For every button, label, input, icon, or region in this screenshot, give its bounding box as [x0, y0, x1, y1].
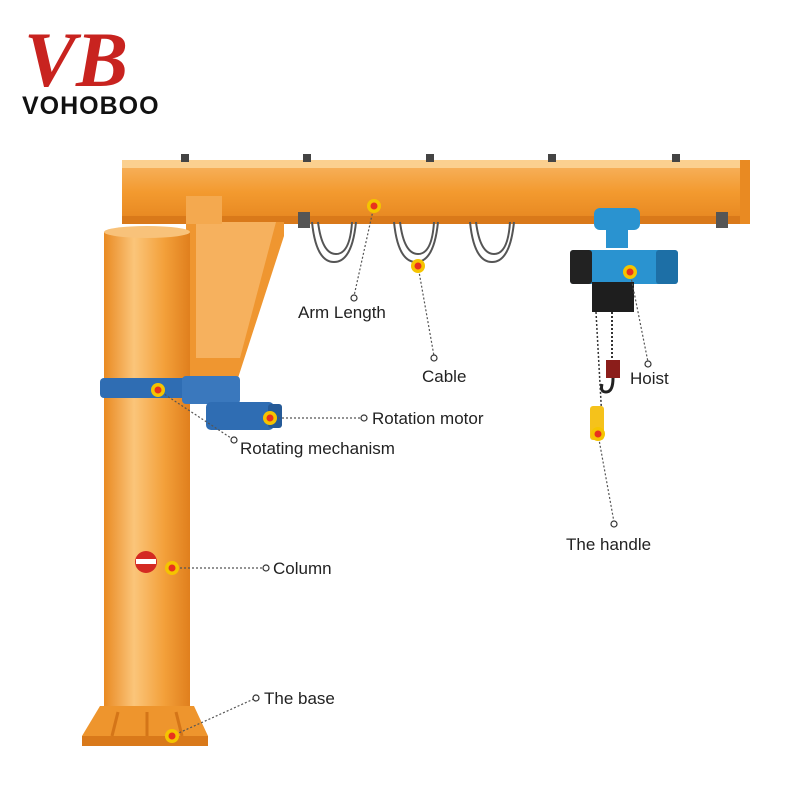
rotation-motor-body — [206, 402, 274, 430]
marker-cable — [411, 259, 425, 273]
logo-letters: VB — [24, 16, 128, 103]
arm-top-flange — [122, 160, 750, 168]
leader-ends — [230, 294, 652, 702]
marker-column — [165, 561, 179, 575]
label-column: Column — [273, 559, 332, 578]
marker-arm-length — [367, 199, 381, 213]
hoist-body — [570, 250, 678, 284]
bolt — [426, 154, 434, 162]
markers — [151, 199, 637, 743]
column-top — [104, 226, 190, 238]
label-arm-length: Arm Length — [298, 303, 386, 322]
labels: Arm Length Cable Hoist Rotation motor Ro… — [240, 303, 669, 708]
hook-icon — [600, 377, 615, 394]
label-the-handle: The handle — [566, 535, 651, 554]
rotating-mechanism — [100, 376, 282, 430]
bolt — [672, 154, 680, 162]
crane-base — [82, 706, 208, 746]
arm-bottom-flange — [122, 216, 750, 224]
arm-beam — [122, 160, 750, 224]
arm-end-cap — [740, 160, 750, 224]
hook-block — [606, 360, 620, 378]
rail-stop — [716, 212, 728, 228]
bolt — [181, 154, 189, 162]
crane-arm — [122, 154, 750, 228]
bolt — [548, 154, 556, 162]
column-body — [104, 232, 190, 716]
bolt — [303, 154, 311, 162]
rail-stop — [298, 212, 310, 228]
vohoboo-logo: VB VOHOBOO — [22, 16, 160, 120]
crane-column — [104, 226, 190, 716]
arm-support-bracket — [186, 196, 284, 378]
marker-hoist — [623, 265, 637, 279]
marker-the-base — [165, 729, 179, 743]
label-rotating-mechanism: Rotating mechanism — [240, 439, 395, 458]
marker-rotating-mechanism — [151, 383, 165, 397]
label-cable: Cable — [422, 367, 466, 386]
leader-lines — [157, 205, 649, 737]
hoist-trolley — [594, 208, 640, 230]
festoon-cables — [311, 221, 515, 264]
marker-rotation-motor — [263, 411, 277, 425]
emergency-stop-icon — [135, 551, 157, 573]
label-the-base: The base — [264, 689, 335, 708]
marker-the-handle — [591, 427, 605, 441]
brand-name: VOHOBOO — [22, 92, 160, 120]
label-rotation-motor: Rotation motor — [372, 409, 484, 428]
label-hoist: Hoist — [630, 369, 669, 388]
electric-hoist — [570, 208, 678, 440]
